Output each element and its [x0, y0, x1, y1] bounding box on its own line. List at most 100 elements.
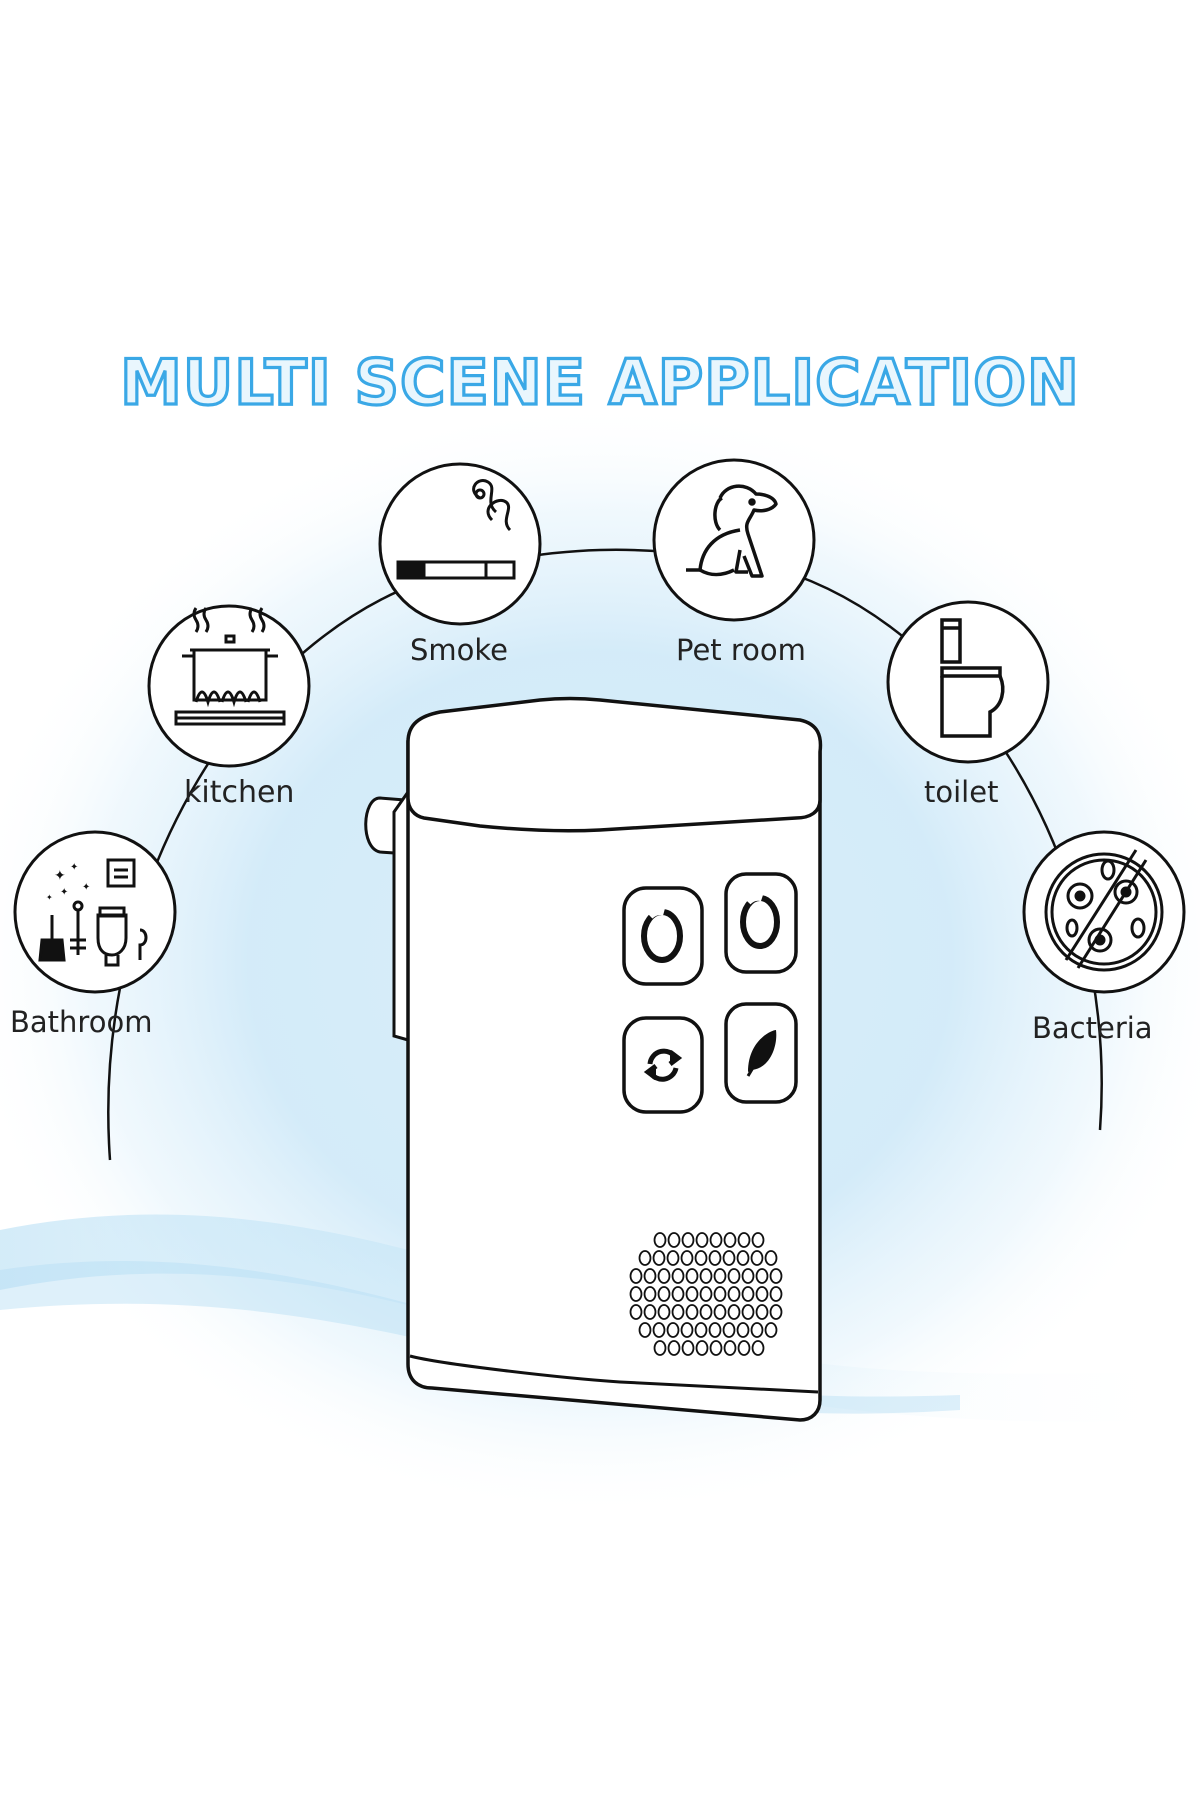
grille-hole: [727, 1268, 741, 1284]
grille-hole: [741, 1304, 755, 1320]
grille-hole: [708, 1322, 722, 1338]
grille-hole: [737, 1232, 751, 1248]
grille-hole: [764, 1250, 778, 1266]
grille-hole: [722, 1322, 736, 1338]
bacteria-icon: [1044, 849, 1164, 972]
svg-text:✦: ✦: [54, 868, 66, 884]
scene-bacteria: [1022, 830, 1186, 994]
grille-hole: [755, 1304, 769, 1320]
grille-hole: [727, 1286, 741, 1302]
grille-hole: [657, 1286, 671, 1302]
dog-icon: [686, 484, 778, 578]
grille-hole: [695, 1340, 709, 1356]
scene-label-smoke: Smoke: [410, 633, 508, 667]
grille-hole: [699, 1286, 713, 1302]
cigarette-icon: [396, 479, 516, 580]
grille-hole: [629, 1304, 643, 1320]
grille-hole: [653, 1232, 667, 1248]
bathroom-icon: ✦ ✦ ✦ ✦ ✦: [38, 858, 148, 967]
grille-hole: [708, 1250, 722, 1266]
power-ring-icon: [641, 908, 683, 963]
scene-bathroom: ✦ ✦ ✦ ✦ ✦: [13, 830, 177, 994]
power-ring-icon: [740, 893, 780, 949]
grille-hole: [685, 1286, 699, 1302]
grille-hole: [680, 1250, 694, 1266]
device-base-band: [409, 1354, 819, 1394]
device-side: [392, 787, 410, 1042]
grille-hole: [736, 1250, 750, 1266]
grille-hole: [751, 1340, 765, 1356]
scene-label-pet-room: Pet room: [676, 633, 806, 667]
scene-kitchen: [147, 604, 311, 768]
grille-hole: [653, 1340, 667, 1356]
grille-hole: [751, 1232, 765, 1248]
leaf-icon: [746, 1030, 777, 1077]
grille-hole: [736, 1322, 750, 1338]
grille-hole: [727, 1304, 741, 1320]
toilet-icon: [940, 618, 1005, 738]
page-title: MULTI SCENE APPLICATION: [120, 346, 1080, 419]
grille-hole: [750, 1250, 764, 1266]
grille-hole: [657, 1304, 671, 1320]
grille-hole: [722, 1250, 736, 1266]
device-button-refresh[interactable]: [622, 1016, 704, 1114]
grille-hole: [666, 1322, 680, 1338]
grille-hole: [694, 1250, 708, 1266]
grille-hole: [680, 1322, 694, 1338]
svg-text:✦: ✦: [70, 862, 78, 873]
grille-hole: [713, 1268, 727, 1284]
scene-arc: [107, 548, 1103, 1161]
grille-hole: [699, 1304, 713, 1320]
grille-hole: [769, 1286, 783, 1302]
scene-pet-room: [652, 458, 816, 622]
device-button-power-2[interactable]: [724, 872, 798, 974]
grille-hole: [652, 1322, 666, 1338]
grille-hole: [685, 1304, 699, 1320]
grille-hole: [629, 1286, 643, 1302]
grille-hole: [723, 1232, 737, 1248]
grille-hole: [741, 1268, 755, 1284]
device-button-power-1[interactable]: [622, 886, 704, 986]
grille-hole: [694, 1322, 708, 1338]
refresh-icon: [643, 1048, 683, 1082]
virus-1: [1066, 882, 1094, 910]
device-button-eco[interactable]: [724, 1002, 798, 1104]
grille-hole: [681, 1232, 695, 1248]
grille-hole: [699, 1268, 713, 1284]
grille-hole: [741, 1286, 755, 1302]
grille-hole: [652, 1250, 666, 1266]
grille-hole: [671, 1286, 685, 1302]
grille-hole: [750, 1322, 764, 1338]
grille-hole: [671, 1304, 685, 1320]
grille-hole: [643, 1268, 657, 1284]
air-purifier-device: [364, 696, 823, 1422]
grille-hole: [695, 1232, 709, 1248]
scene-label-bathroom: Bathroom: [10, 1005, 152, 1039]
scene-smoke: [378, 462, 542, 626]
grille-hole: [681, 1340, 695, 1356]
svg-text:✦: ✦: [60, 887, 68, 898]
scene-label-bacteria: Bacteria: [1032, 1011, 1153, 1045]
grille-hole: [764, 1322, 778, 1338]
grille-hole: [666, 1250, 680, 1266]
scene-toilet: [886, 600, 1050, 764]
grille-hole: [671, 1268, 685, 1284]
grille-hole: [713, 1304, 727, 1320]
grille-hole: [643, 1304, 657, 1320]
grille-hole: [667, 1232, 681, 1248]
grille-hole: [723, 1340, 737, 1356]
kitchen-pot-icon: [174, 607, 286, 726]
device-lid: [406, 696, 823, 833]
grille-hole: [667, 1340, 681, 1356]
grille-hole: [755, 1268, 769, 1284]
svg-text:✦: ✦: [46, 893, 53, 902]
grille-hole: [737, 1340, 751, 1356]
grille-hole: [629, 1268, 643, 1284]
grille-hole: [769, 1268, 783, 1284]
grille-hole: [638, 1322, 652, 1338]
grille-hole: [643, 1286, 657, 1302]
grille-hole: [709, 1232, 723, 1248]
scene-label-kitchen: kitchen: [184, 775, 294, 810]
grille-hole: [685, 1268, 699, 1284]
